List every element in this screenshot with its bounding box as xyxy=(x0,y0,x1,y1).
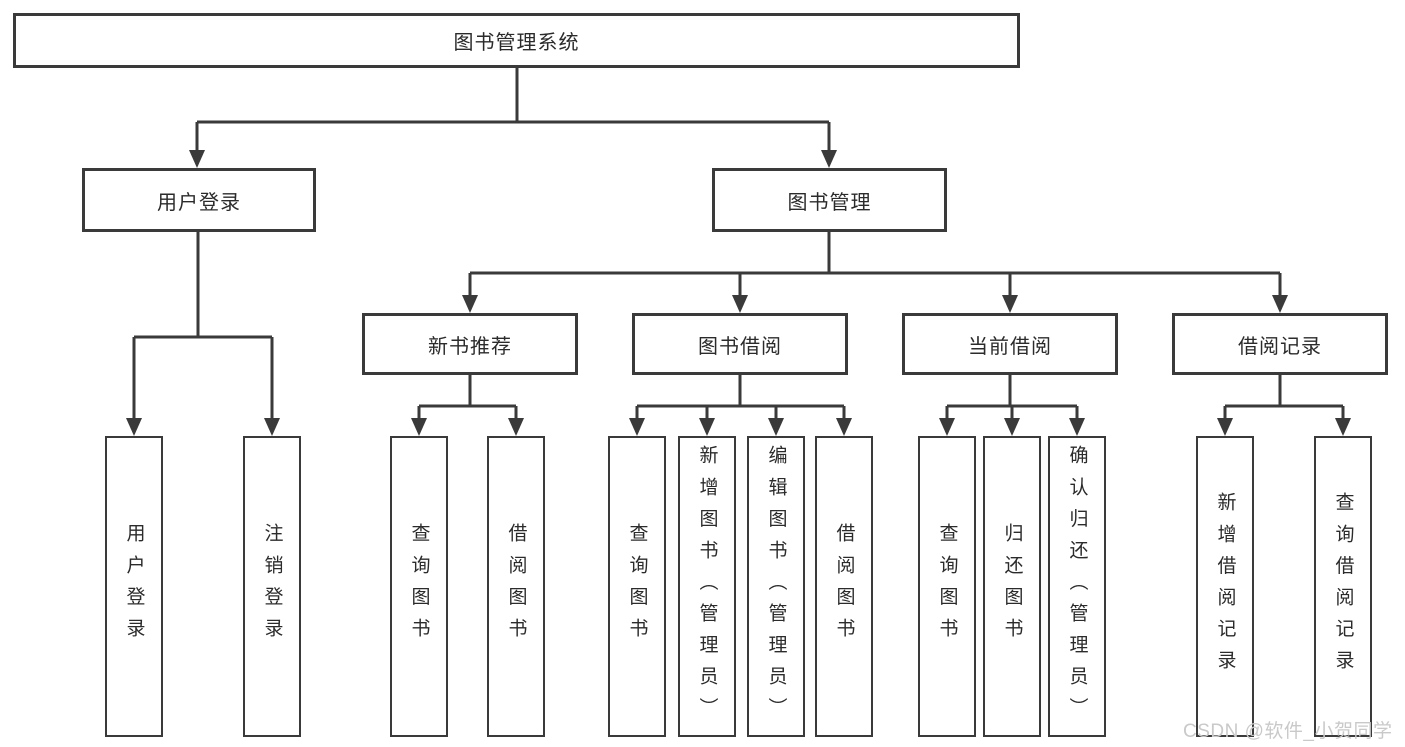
node-label: 图书管理系统 xyxy=(453,32,580,54)
leaf-label: 查询借阅记录 xyxy=(1332,491,1354,682)
leaf-label: 归还图书 xyxy=(1001,523,1023,650)
leaf-label: 查询图书 xyxy=(408,523,430,650)
leaf-borrow-books-borrowing: 借阅图书 xyxy=(815,436,873,737)
node-book-management: 图书管理 xyxy=(712,168,947,232)
node-label: 图书管理 xyxy=(787,191,872,214)
node-new-book-recommend: 新书推荐 xyxy=(362,313,578,375)
connector-newbook-to-leaves xyxy=(411,375,524,436)
leaf-label: 新增图书（管理员） xyxy=(696,444,718,729)
node-user-login: 用户登录 xyxy=(82,168,316,232)
leaf-label: 查询图书 xyxy=(936,523,958,650)
node-current-borrowing: 当前借阅 xyxy=(902,313,1118,375)
leaf-user-login: 用户登录 xyxy=(105,436,163,737)
leaf-query-books-current: 查询图书 xyxy=(918,436,976,737)
node-borrowing-records: 借阅记录 xyxy=(1172,313,1388,375)
connector-borrow-to-leaves xyxy=(629,375,852,436)
leaf-return-books: 归还图书 xyxy=(983,436,1041,737)
connector-root-to-level2 xyxy=(189,68,837,168)
leaf-borrow-books-recommend: 借阅图书 xyxy=(487,436,545,737)
leaf-label: 用户登录 xyxy=(123,523,145,650)
node-label: 当前借阅 xyxy=(968,335,1052,358)
csdn-watermark: CSDN @软件_小贺同学 xyxy=(1183,721,1393,742)
connector-current-to-leaves xyxy=(939,375,1085,436)
leaf-logout: 注销登录 xyxy=(243,436,301,737)
leaf-label: 查询图书 xyxy=(626,523,648,650)
leaf-label: 借阅图书 xyxy=(505,523,527,650)
leaf-label: 确认归还（管理员） xyxy=(1066,444,1088,729)
leaf-query-books-recommend: 查询图书 xyxy=(390,436,448,737)
leaf-label: 编辑图书（管理员） xyxy=(765,444,787,729)
node-label: 借阅记录 xyxy=(1238,335,1322,358)
leaf-edit-book-admin: 编辑图书（管理员） xyxy=(747,436,805,737)
connector-records-to-leaves xyxy=(1217,375,1351,436)
leaf-add-borrow-record: 新增借阅记录 xyxy=(1196,436,1254,737)
leaf-label: 注销登录 xyxy=(261,523,283,650)
leaf-add-book-admin: 新增图书（管理员） xyxy=(678,436,736,737)
node-book-borrowing: 图书借阅 xyxy=(632,313,848,375)
node-label: 新书推荐 xyxy=(428,335,512,358)
node-label: 图书借阅 xyxy=(698,335,782,358)
connector-login-to-leaves xyxy=(126,232,280,436)
leaf-label: 借阅图书 xyxy=(833,523,855,650)
leaf-label: 新增借阅记录 xyxy=(1214,491,1236,682)
leaf-query-borrow-record: 查询借阅记录 xyxy=(1314,436,1372,737)
leaf-confirm-return-admin: 确认归还（管理员） xyxy=(1048,436,1106,737)
node-library-management-system: 图书管理系统 xyxy=(13,13,1020,68)
leaf-query-books-borrowing: 查询图书 xyxy=(608,436,666,737)
connector-bookmgr-to-level3 xyxy=(462,232,1288,313)
node-label: 用户登录 xyxy=(157,191,241,214)
